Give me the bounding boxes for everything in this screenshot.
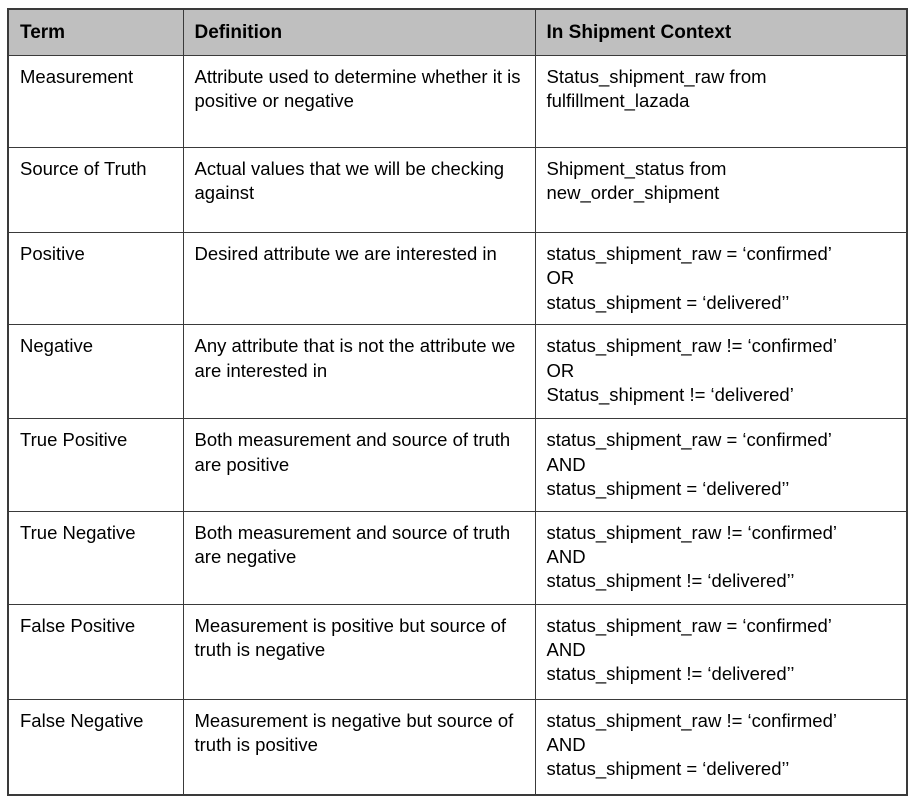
cell-term: Negative (7, 324, 184, 420)
cell-term: Measurement (7, 55, 184, 149)
column-header-definition: Definition (182, 8, 536, 57)
cell-definition: Attribute used to determine whether it i… (182, 55, 536, 149)
cell-term: True Negative (7, 510, 184, 605)
cell-term: Positive (7, 232, 184, 326)
table-row: True Negative Both measurement and sourc… (7, 510, 908, 605)
column-header-term: Term (7, 8, 184, 57)
cell-term: False Positive (7, 603, 184, 700)
cell-definition: Measurement is negative but source of tr… (182, 698, 536, 796)
table-row: Source of Truth Actual values that we wi… (7, 147, 908, 234)
cell-context: Status_shipment_raw from fulfillment_laz… (534, 55, 908, 149)
cell-term: True Positive (7, 418, 184, 512)
cell-definition: Any attribute that is not the attribute … (182, 324, 536, 420)
table-row: Negative Any attribute that is not the a… (7, 324, 908, 420)
terminology-table: Term Definition In Shipment Context Meas… (7, 8, 908, 796)
table-row: Positive Desired attribute we are intere… (7, 232, 908, 326)
column-header-context: In Shipment Context (534, 8, 908, 57)
cell-definition: Both measurement and source of truth are… (182, 418, 536, 512)
cell-definition: Measurement is positive but source of tr… (182, 603, 536, 700)
cell-definition: Desired attribute we are interested in (182, 232, 536, 326)
table-header: Term Definition In Shipment Context (7, 8, 908, 57)
cell-definition: Both measurement and source of truth are… (182, 510, 536, 605)
cell-term: False Negative (7, 698, 184, 796)
table-body: Measurement Attribute used to determine … (7, 55, 908, 796)
table-row: Measurement Attribute used to determine … (7, 55, 908, 149)
table-row: False Positive Measurement is positive b… (7, 603, 908, 700)
table-header-row: Term Definition In Shipment Context (7, 8, 908, 57)
cell-term: Source of Truth (7, 147, 184, 234)
cell-context: status_shipment_raw != ‘confirmed’ AND s… (534, 510, 908, 605)
cell-context: status_shipment_raw != ‘confirmed’ OR St… (534, 324, 908, 420)
cell-definition: Actual values that we will be checking a… (182, 147, 536, 234)
cell-context: status_shipment_raw != ‘confirmed’ AND s… (534, 698, 908, 796)
cell-context: status_shipment_raw = ‘confirmed’ AND st… (534, 603, 908, 700)
terms-table-container: Term Definition In Shipment Context Meas… (7, 8, 908, 796)
table-row: False Negative Measurement is negative b… (7, 698, 908, 796)
cell-context: status_shipment_raw = ‘confirmed’ OR sta… (534, 232, 908, 326)
table-row: True Positive Both measurement and sourc… (7, 418, 908, 512)
cell-context: Shipment_status from new_order_shipment (534, 147, 908, 234)
cell-context: status_shipment_raw = ‘confirmed’ AND st… (534, 418, 908, 512)
